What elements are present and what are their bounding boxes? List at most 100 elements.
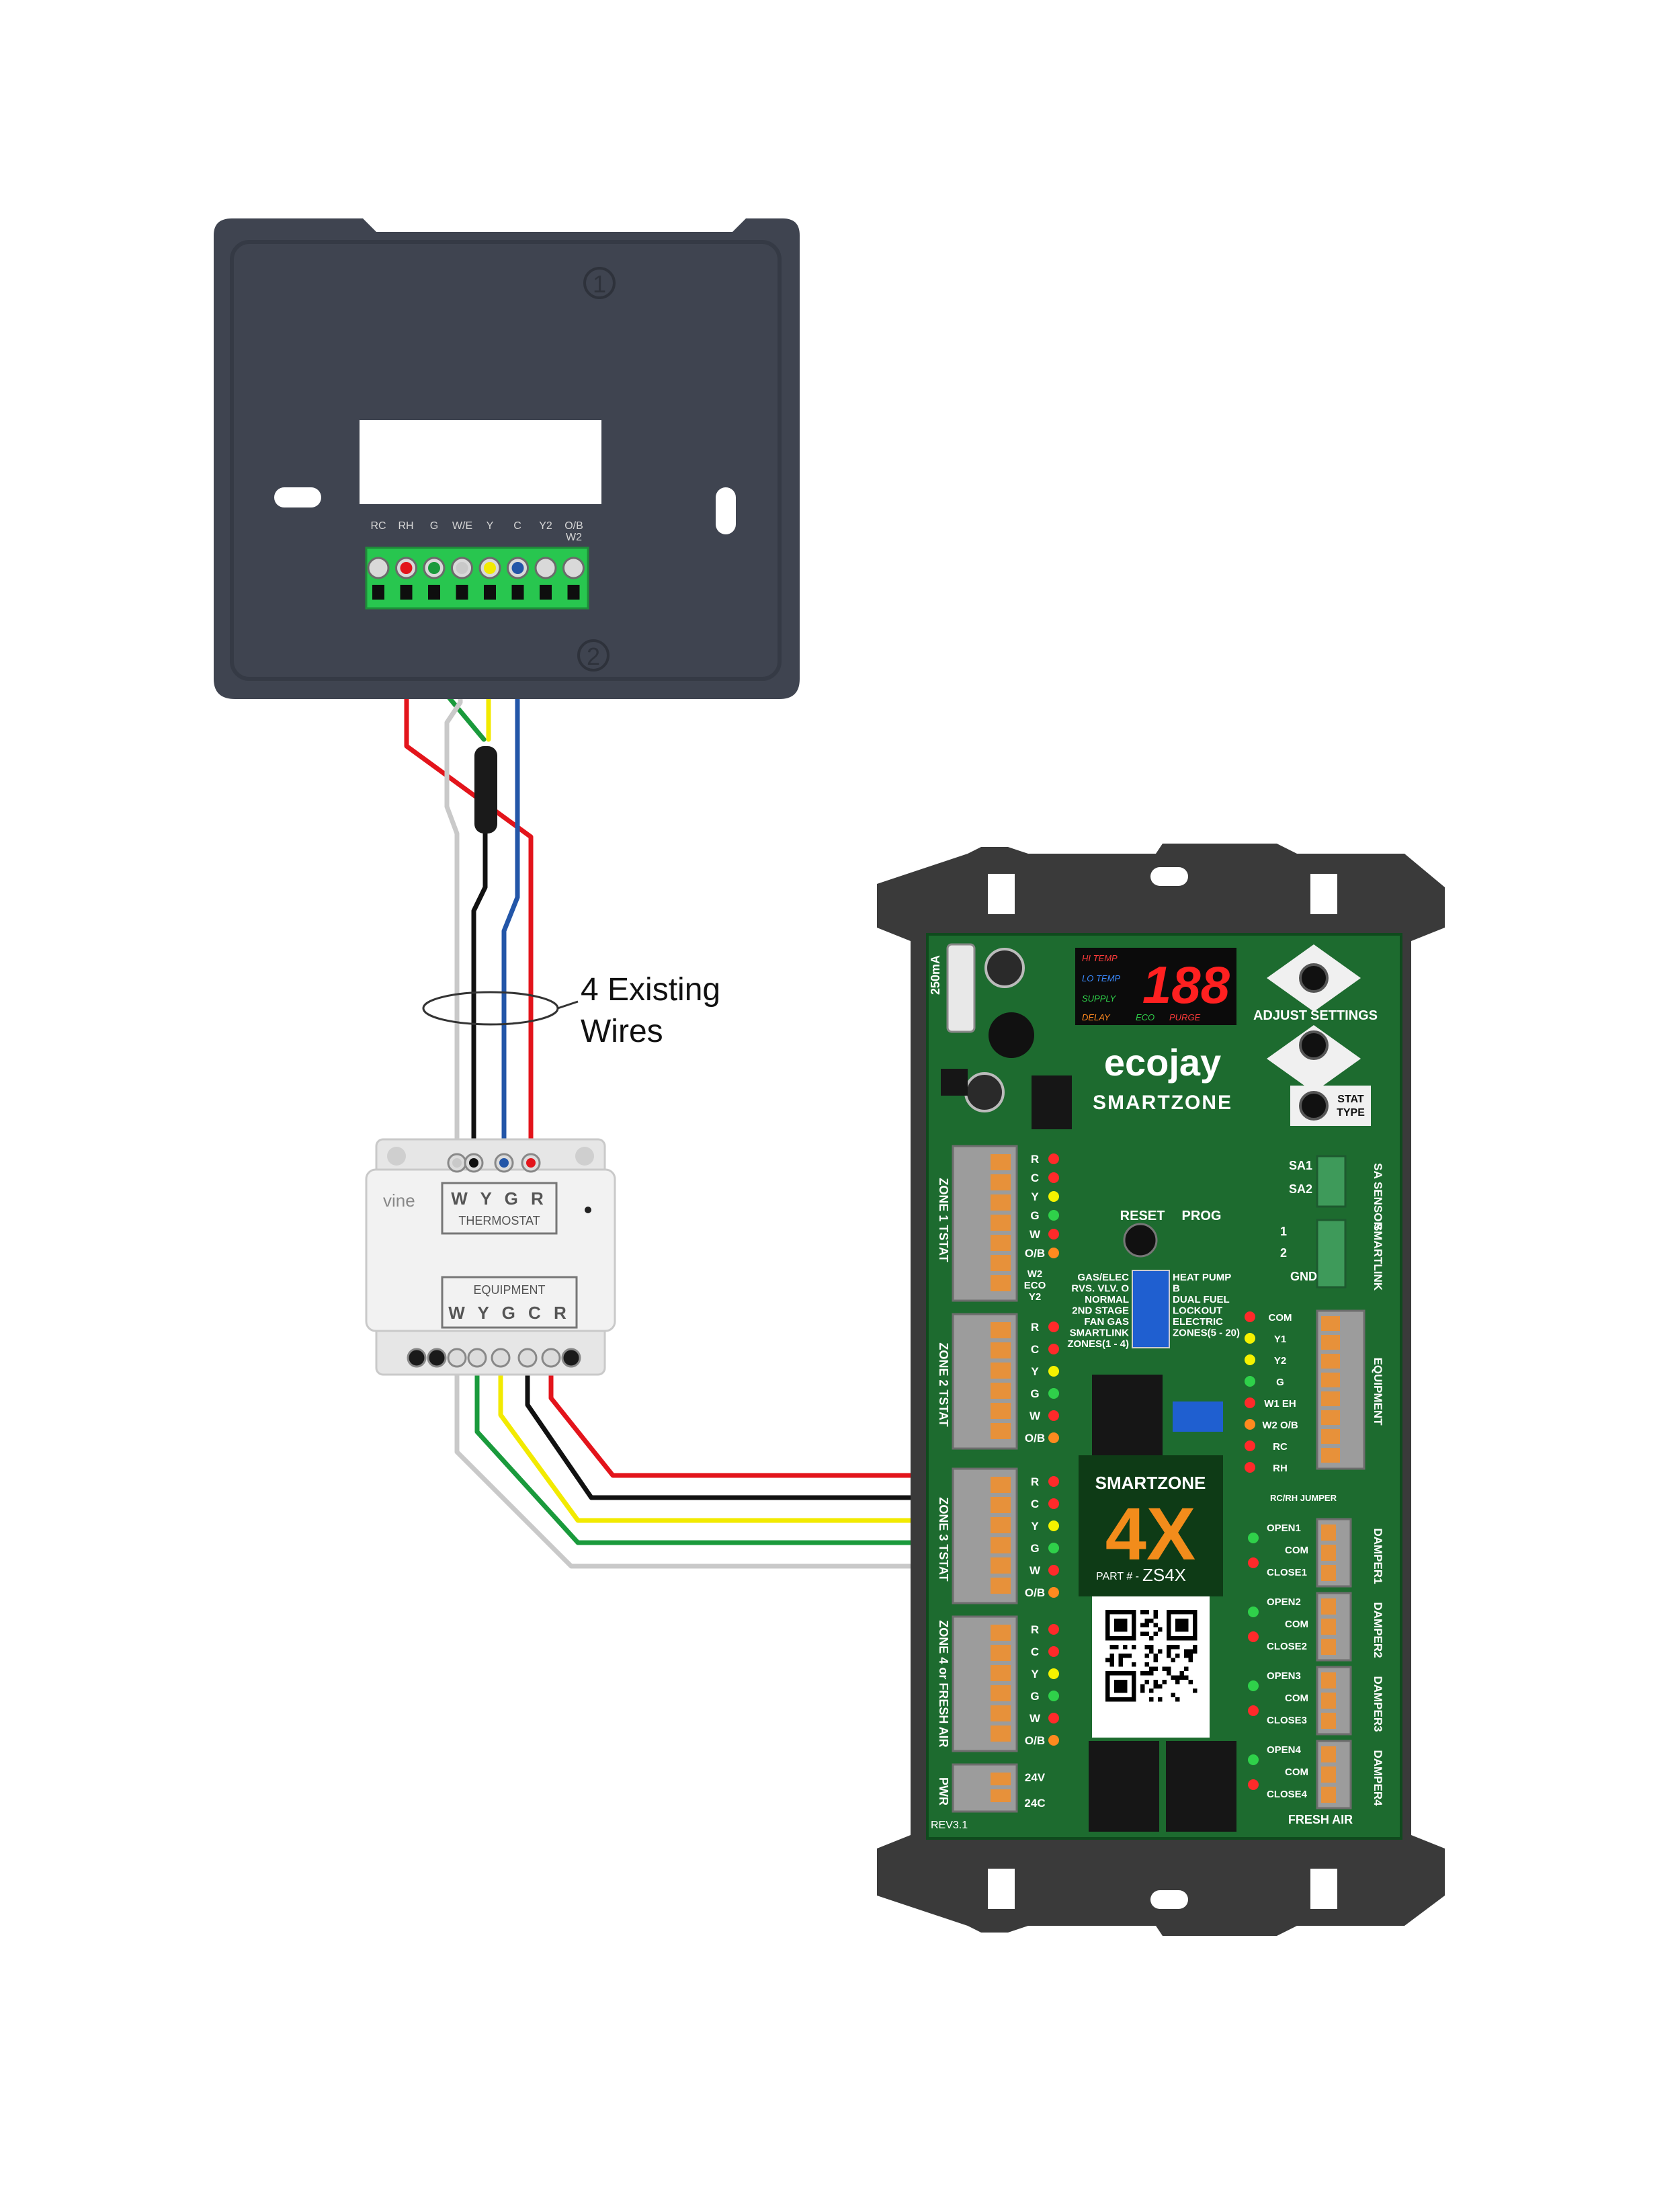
terminal-lever[interactable] [991, 1215, 1011, 1231]
frame-cut-tl [988, 874, 1015, 914]
damper-led [1248, 1607, 1259, 1617]
output-leds [1245, 1311, 1259, 1790]
terminal-lever[interactable] [991, 1645, 1011, 1661]
terminal-lever[interactable] [1321, 1787, 1336, 1803]
terminal-lever[interactable] [1321, 1766, 1336, 1783]
terminal-lever[interactable] [1321, 1410, 1340, 1425]
terminal-label: W2 [566, 532, 582, 543]
equipment-terminal-label: RC [1273, 1441, 1288, 1453]
adapter-equipment-label: EQUIPMENT [473, 1283, 545, 1297]
zone-led [1048, 1344, 1059, 1354]
zone-terminal-label: ECO [1024, 1280, 1046, 1291]
terminal-screw [562, 557, 585, 579]
annotation-line2: Wires [581, 1014, 663, 1049]
capacitor-2 [989, 1012, 1034, 1058]
terminal-lever[interactable] [991, 1625, 1011, 1641]
terminal-lever[interactable] [991, 1383, 1011, 1399]
qr-module [1188, 1680, 1193, 1684]
terminal-lever[interactable] [991, 1235, 1011, 1251]
terminal-lever[interactable] [991, 1685, 1011, 1701]
terminal-lever[interactable] [991, 1665, 1011, 1681]
terminal-lever[interactable] [991, 1423, 1011, 1439]
relay-3 [1166, 1741, 1236, 1832]
terminal-lever[interactable] [1321, 1672, 1336, 1689]
qr-module [1153, 1658, 1158, 1662]
terminal-lever[interactable] [1321, 1335, 1340, 1350]
terminal-lever[interactable] [991, 1705, 1011, 1721]
reset-button[interactable] [1123, 1223, 1158, 1258]
terminal-lever[interactable] [991, 1363, 1011, 1379]
terminal-lever[interactable] [1321, 1565, 1336, 1581]
terminal-lever[interactable] [991, 1403, 1011, 1419]
qr-module [1140, 1610, 1145, 1615]
terminal-lever[interactable] [1321, 1619, 1336, 1635]
terminal-lever[interactable] [991, 1773, 1011, 1785]
status-led-label: ECO [1136, 1012, 1154, 1022]
terminal-slot [567, 585, 580, 600]
terminal-lever[interactable] [1321, 1746, 1336, 1762]
adjust-down-button[interactable] [1299, 1030, 1329, 1060]
terminal-lever[interactable] [991, 1537, 1011, 1553]
qr-module [1158, 1627, 1163, 1632]
damper-terminal-label: COM [1285, 1619, 1308, 1630]
qr-module [1140, 1684, 1145, 1689]
terminal-lever[interactable] [1321, 1373, 1340, 1387]
terminal-lever[interactable] [1321, 1316, 1340, 1331]
zone-terminal-label: O/B [1025, 1586, 1045, 1599]
terminal-lever[interactable] [991, 1322, 1011, 1338]
smartlink-block [1316, 1219, 1347, 1289]
terminal-lever[interactable] [1321, 1713, 1336, 1729]
terminal-lever[interactable] [1321, 1354, 1340, 1369]
equipment-led [1245, 1419, 1255, 1430]
qr-module [1158, 1684, 1163, 1689]
terminal-lever[interactable] [1321, 1545, 1336, 1561]
terminal-lever[interactable] [991, 1789, 1011, 1802]
zone-terminal-label: Y2 [1029, 1291, 1041, 1303]
terminal-lever[interactable] [1321, 1448, 1340, 1463]
terminal-lever[interactable] [991, 1174, 1011, 1190]
terminal-lever[interactable] [991, 1477, 1011, 1493]
terminal-lever[interactable] [1321, 1598, 1336, 1615]
dip-label: FAN GAS [1084, 1316, 1129, 1328]
jumper-label: RC/RH JUMPER [1270, 1493, 1337, 1503]
terminal-lever[interactable] [991, 1275, 1011, 1291]
terminal-lever[interactable] [1321, 1391, 1340, 1406]
qr-module [1162, 1680, 1167, 1684]
stat-type-button[interactable] [1299, 1091, 1329, 1121]
qr-module [1167, 1649, 1171, 1654]
terminal-lever[interactable] [1321, 1429, 1340, 1444]
terminal-lever[interactable] [991, 1154, 1011, 1170]
zone-terminal-label: W [1030, 1228, 1041, 1241]
terminal-lever[interactable] [991, 1194, 1011, 1211]
adjust-up-button[interactable] [1299, 963, 1329, 993]
terminal-lever[interactable] [1321, 1693, 1336, 1709]
adjust-label: ADJUST [1253, 1008, 1307, 1023]
terminal-lever[interactable] [1321, 1639, 1336, 1655]
zone-terminal-label: W [1030, 1410, 1041, 1422]
status-led-label: PURGE [1169, 1012, 1201, 1022]
zone-led [1048, 1476, 1059, 1487]
qr-module [1153, 1610, 1158, 1615]
terminal-lever[interactable] [991, 1725, 1011, 1742]
output-label: SA SENSOR [1372, 1163, 1384, 1230]
wire-dot [526, 1158, 536, 1168]
terminal-lever[interactable] [991, 1517, 1011, 1533]
dip-label: SMARTLINK [1070, 1328, 1129, 1339]
terminal-label: RC [370, 520, 386, 532]
ic-chip [941, 1069, 968, 1096]
terminal-lever[interactable] [991, 1342, 1011, 1358]
dip-switch[interactable] [1132, 1270, 1170, 1348]
adapter-equipment-terminals: W Y G C R [448, 1303, 571, 1323]
terminal-lever[interactable] [991, 1578, 1011, 1594]
terminal-lever[interactable] [991, 1557, 1011, 1574]
damper-terminal-label: COM [1285, 1545, 1308, 1556]
frame-cut-bl [988, 1869, 1015, 1909]
adapter-equipment-screws [407, 1348, 581, 1368]
fuse-label: 250mA [929, 955, 942, 995]
terminal-lever[interactable] [991, 1497, 1011, 1513]
terminal-lever[interactable] [991, 1255, 1011, 1271]
equipment-terminal-label: G [1276, 1377, 1284, 1388]
terminal-lever[interactable] [1321, 1525, 1336, 1541]
